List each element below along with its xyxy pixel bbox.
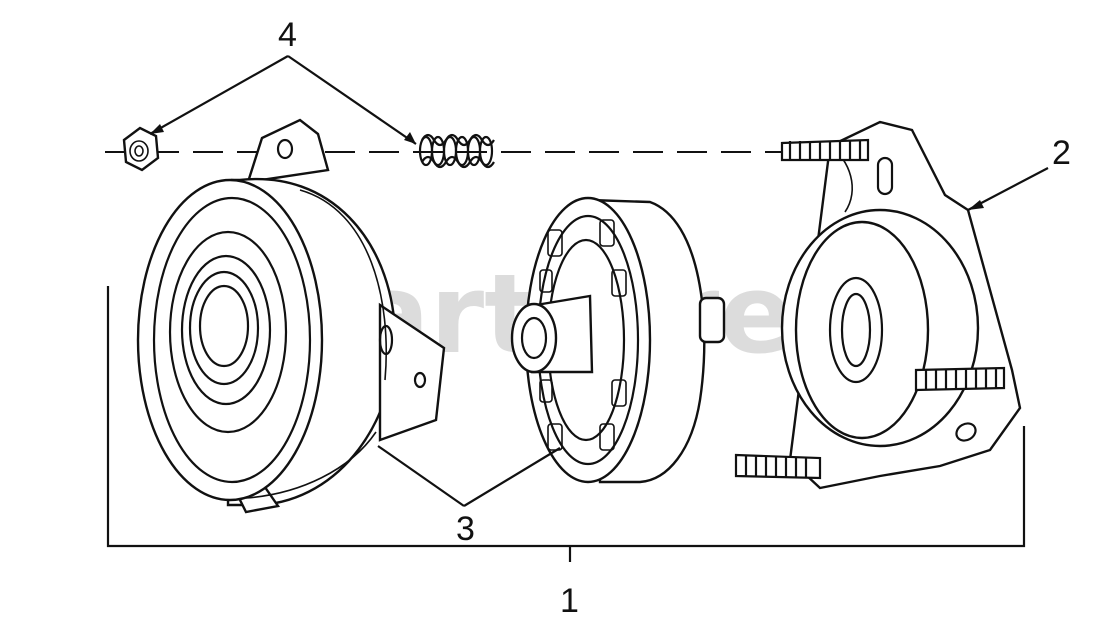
pulley-housing: [136, 118, 446, 514]
hex-nut: [122, 126, 160, 172]
compression-spring: [418, 133, 495, 169]
callout-1: 1: [560, 582, 579, 620]
callout-2: 2: [1052, 134, 1071, 172]
callout-3: 3: [456, 510, 475, 548]
leader-lines: [106, 55, 1049, 562]
bearing-rotor: [510, 196, 726, 484]
callout-4: 4: [278, 16, 297, 54]
field-housing: [734, 120, 1022, 490]
